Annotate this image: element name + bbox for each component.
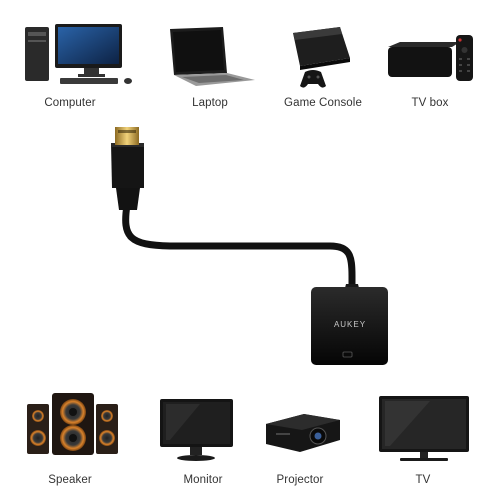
speaker-icon (27, 393, 118, 455)
projector-icon (266, 414, 340, 452)
caption-tv: TV (415, 474, 431, 486)
caption-game-console: Game Console (284, 97, 362, 109)
hdmi-cable-icon (111, 127, 356, 294)
adapter-brand-label: AUKEY (334, 320, 366, 329)
caption-speaker: Speaker (48, 474, 92, 486)
tv-icon (379, 396, 469, 461)
caption-monitor: Monitor (183, 474, 223, 486)
laptop-icon (170, 27, 255, 86)
tv-box-icon (388, 35, 473, 81)
computer-icon (25, 24, 132, 84)
caption-projector: Projector (276, 474, 324, 486)
monitor-icon (160, 399, 233, 461)
game-console-icon (293, 27, 350, 88)
caption-computer: Computer (44, 97, 96, 109)
vga-adapter-icon: AUKEY (311, 284, 388, 365)
caption-laptop: Laptop (192, 97, 228, 109)
caption-tv-box: TV box (411, 97, 449, 109)
